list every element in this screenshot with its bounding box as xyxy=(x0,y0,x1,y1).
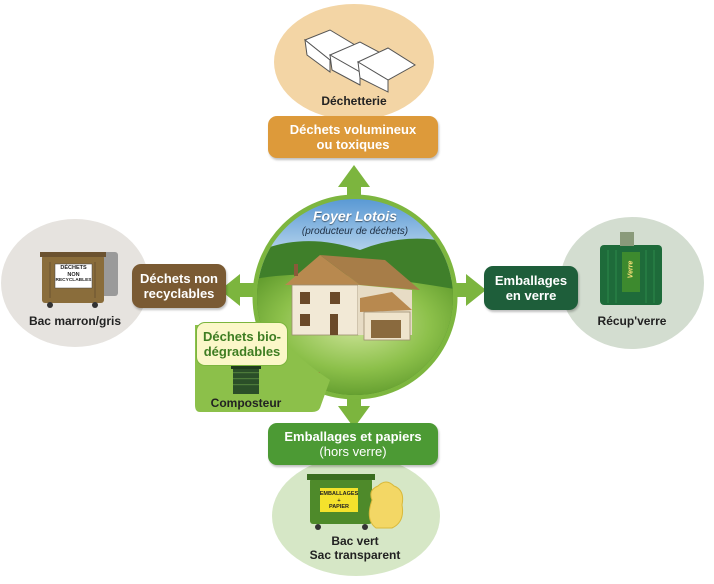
green-bin-illustration xyxy=(307,474,375,530)
green-bin-label: Bac vert Sac transparent xyxy=(290,534,420,562)
brown-bin-sticker-line1: DÉCHETS xyxy=(60,265,87,271)
bulky-toxic-waste-box: Déchets volumineux ou toxiques xyxy=(268,116,438,158)
green-bin-label-line2: Sac transparent xyxy=(309,548,401,562)
glass-packaging-line2: en verre xyxy=(505,288,557,303)
household-title: Foyer Lotois xyxy=(312,208,397,224)
non-recyclable-waste-box: Déchets non recyclables xyxy=(132,264,226,308)
brown-bin-sticker: DÉCHETS NON RECYCLABLES xyxy=(55,265,92,285)
recup-verre-label: Récup'verre xyxy=(597,314,667,328)
packaging-paper-box: Emballages et papiers (hors verre) xyxy=(268,423,438,465)
bulky-toxic-waste-line1: Déchets volumineux xyxy=(289,122,417,137)
brown-bin-sticker-line3: RECYCLABLES xyxy=(55,278,92,283)
packaging-paper-line2: (hors verre) xyxy=(319,444,387,459)
compost-bin-illustration xyxy=(233,368,259,394)
bulky-toxic-waste-line2: ou toxiques xyxy=(316,137,390,152)
green-bin-sticker-line3: PAPIER xyxy=(328,504,350,510)
brown-bin-illustration xyxy=(40,252,118,308)
brown-bin-label: Bac marron/gris xyxy=(28,314,122,328)
packaging-paper-line1: Emballages et papiers xyxy=(284,429,422,444)
green-bin-label-line1: Bac vert xyxy=(331,534,379,548)
glass-packaging-line1: Emballages xyxy=(494,273,568,288)
composteur-label: Composteur xyxy=(210,396,282,410)
biodegradable-waste-box: Déchets bio- dégradables xyxy=(196,322,288,366)
green-bin-sticker: EMBALLAGES + PAPIER xyxy=(318,491,360,511)
dechetterie-label: Déchetterie xyxy=(321,94,387,108)
biodegradable-line2: dégradables xyxy=(203,344,281,359)
biodegradable-line1: Déchets bio- xyxy=(202,329,281,344)
green-bin-sticker-line1: EMBALLAGES xyxy=(319,491,359,497)
transparent-bag-illustration xyxy=(368,481,404,529)
glass-container-illustration xyxy=(600,232,662,305)
glass-packaging-box: Emballages en verre xyxy=(484,266,578,310)
non-recyclable-line1: Déchets non xyxy=(139,271,218,286)
non-recyclable-line2: recyclables xyxy=(143,286,215,301)
glass-container-sticker: Verre xyxy=(627,260,635,279)
household-subtitle: (producteur de déchets) xyxy=(301,226,409,237)
brown-bin-sticker-line2: NON xyxy=(67,271,80,278)
green-bin-sticker-line2: + xyxy=(337,497,341,504)
dechetterie-containers xyxy=(304,29,416,93)
house-illustration xyxy=(285,255,420,341)
